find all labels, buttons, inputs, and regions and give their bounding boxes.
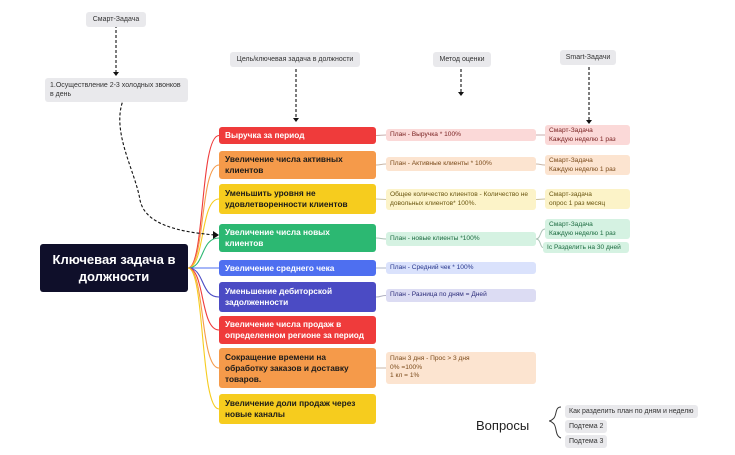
question-item[interactable]: Подтема 3 (565, 435, 608, 448)
method-connector (375, 237, 387, 240)
goal-node[interactable]: Уменьшить уровня не удовлетворенности кл… (219, 184, 376, 214)
method-connector (375, 295, 387, 298)
method-node[interactable]: Общее количество клиентов - Количество н… (386, 189, 536, 210)
goal-connector (187, 267, 220, 331)
goal-header: Цель/ключевая задача в должности (230, 52, 360, 67)
method-connector (375, 163, 387, 166)
smart-connector (535, 238, 544, 248)
method-node[interactable]: План - Активные клиенты * 100% (386, 157, 536, 171)
arrow-head (293, 118, 299, 122)
goal-node[interactable]: Увеличение числа новых клиентов (219, 224, 376, 252)
method-node[interactable]: План 3 дня - Проc > 3 дня 0% =100% 1 кл … (386, 352, 536, 384)
method-node[interactable]: План - новые клиенты *100% (386, 232, 536, 246)
method-header: Метод оценки (433, 52, 491, 67)
smart-task-header: Смарт-Задача (86, 12, 146, 27)
side-note: 1.Осуществление 2-3 холодных звонков в д… (45, 78, 188, 102)
arrow-head (113, 72, 119, 76)
goal-node[interactable]: Выручка за период (219, 127, 376, 144)
smart-connector (535, 163, 546, 166)
arrow-head (213, 231, 219, 239)
goal-connector (187, 164, 220, 269)
goal-node[interactable]: Увеличение числа активных клиентов (219, 151, 376, 179)
goal-node[interactable]: Сокращение времени на обработку заказов … (219, 348, 376, 388)
smart-connector (535, 228, 546, 240)
arrow-head (586, 120, 592, 124)
question-item[interactable]: Как разделить план по дням и неделю (565, 405, 698, 418)
method-node[interactable]: План - Разница по дням = Дней (386, 289, 536, 302)
smart-task-node[interactable]: Ic Разделить на 30 дней (543, 242, 629, 253)
goal-connector (187, 134, 220, 269)
smart-header: Smart-Задачи (560, 50, 616, 65)
smart-task-node[interactable]: Смарт-Задача Каждую неделю 1 раз (545, 125, 630, 145)
arrow-head (458, 92, 464, 96)
questions-node[interactable]: Вопросы (476, 414, 546, 436)
questions-brace (548, 406, 562, 439)
note-connector (119, 97, 216, 236)
goal-node[interactable]: Увеличение среднего чека (219, 260, 376, 276)
method-connector (375, 134, 387, 136)
questions-title: Вопросы (476, 417, 530, 433)
goal-node[interactable]: Уменьшение дебиторской задолженности (219, 282, 376, 312)
root-label: Ключевая задача в должности (52, 252, 176, 284)
goal-node[interactable]: Увеличение числа продаж в определенном р… (219, 316, 376, 344)
smart-task-node[interactable]: Смарт-Задача Каждую неделю 1 раз (545, 219, 630, 239)
method-connector (375, 198, 387, 200)
question-item[interactable]: Подтема 2 (565, 420, 608, 433)
goal-node[interactable]: Увеличение доли продаж через новые канал… (219, 394, 376, 424)
goal-connector (187, 267, 220, 410)
smart-task-node[interactable]: Смарт-задача опрос 1 раз месяц (545, 189, 630, 209)
method-node[interactable]: План - Средний чек * 100% (386, 262, 536, 274)
method-node[interactable]: План - Выручка * 100% (386, 129, 536, 141)
root-node[interactable]: Ключевая задача в должности (40, 244, 188, 292)
smart-connector (535, 198, 546, 200)
goal-connector (187, 237, 220, 269)
smart-task-node[interactable]: Смарт-Задача Каждую неделю 1 раз (545, 155, 630, 175)
